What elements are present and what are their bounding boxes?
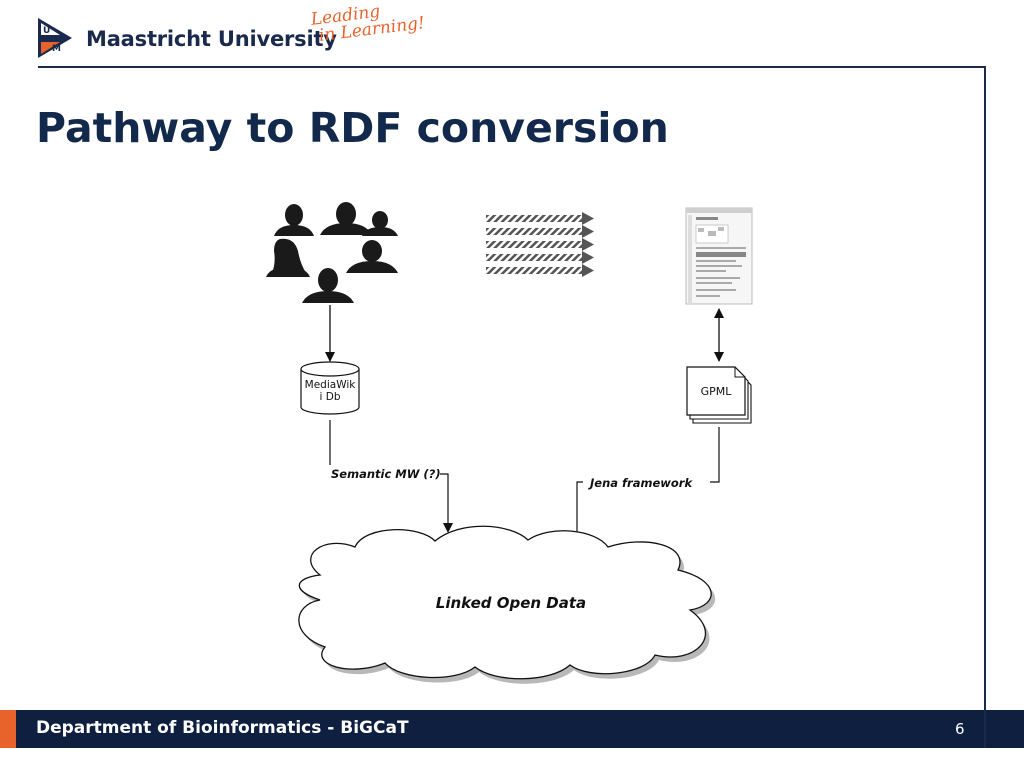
university-name: Maastricht University <box>86 27 337 51</box>
hatched-flow-arrows-icon <box>486 212 594 277</box>
right-border-rule <box>984 66 986 748</box>
community-people-icon <box>266 202 398 303</box>
gpml-label: GPML <box>701 385 733 398</box>
mediawiki-database-icon: MediaWik i Db <box>300 361 360 415</box>
footer-bar <box>16 710 984 748</box>
linked-open-data-label: Linked Open Data <box>436 594 586 612</box>
slide-footer: Department of Bioinformatics - BiGCaT 6 <box>0 710 1024 748</box>
university-logo-icon: U M <box>38 18 74 62</box>
page-number: 6 <box>955 720 965 738</box>
logo-letter-m: M <box>52 44 61 54</box>
database-label-line-1: MediaWik <box>305 379 357 391</box>
gpml-to-label-line <box>710 427 720 483</box>
semantic-mw-to-cloud-arrow <box>440 473 453 533</box>
pathway-rdf-diagram: MediaWik i Db GPML Semantic MW (?) Jena … <box>250 195 770 685</box>
slide-header: U M Maastricht University Leading in Lea… <box>0 0 1024 68</box>
jena-to-cloud-arrow <box>572 481 583 546</box>
wikipathways-webpage-icon <box>685 207 753 305</box>
university-tagline: Leading in Learning! <box>310 0 426 46</box>
jena-framework-label: Jena framework <box>588 476 693 490</box>
footer-accent <box>0 710 16 748</box>
gpml-document-icon: GPML <box>686 366 752 424</box>
page-title: Pathway to RDF conversion <box>36 104 669 152</box>
linked-open-data-cloud-icon: Linked Open Data <box>298 525 716 684</box>
database-label-line-2: i Db <box>319 391 340 403</box>
footer-end-block <box>986 710 1024 748</box>
semantic-mw-label: Semantic MW (?) <box>331 467 441 481</box>
department-name: Department of Bioinformatics - BiGCaT <box>36 718 409 738</box>
logo-letter-u: U <box>43 26 50 36</box>
header-divider <box>38 66 986 68</box>
